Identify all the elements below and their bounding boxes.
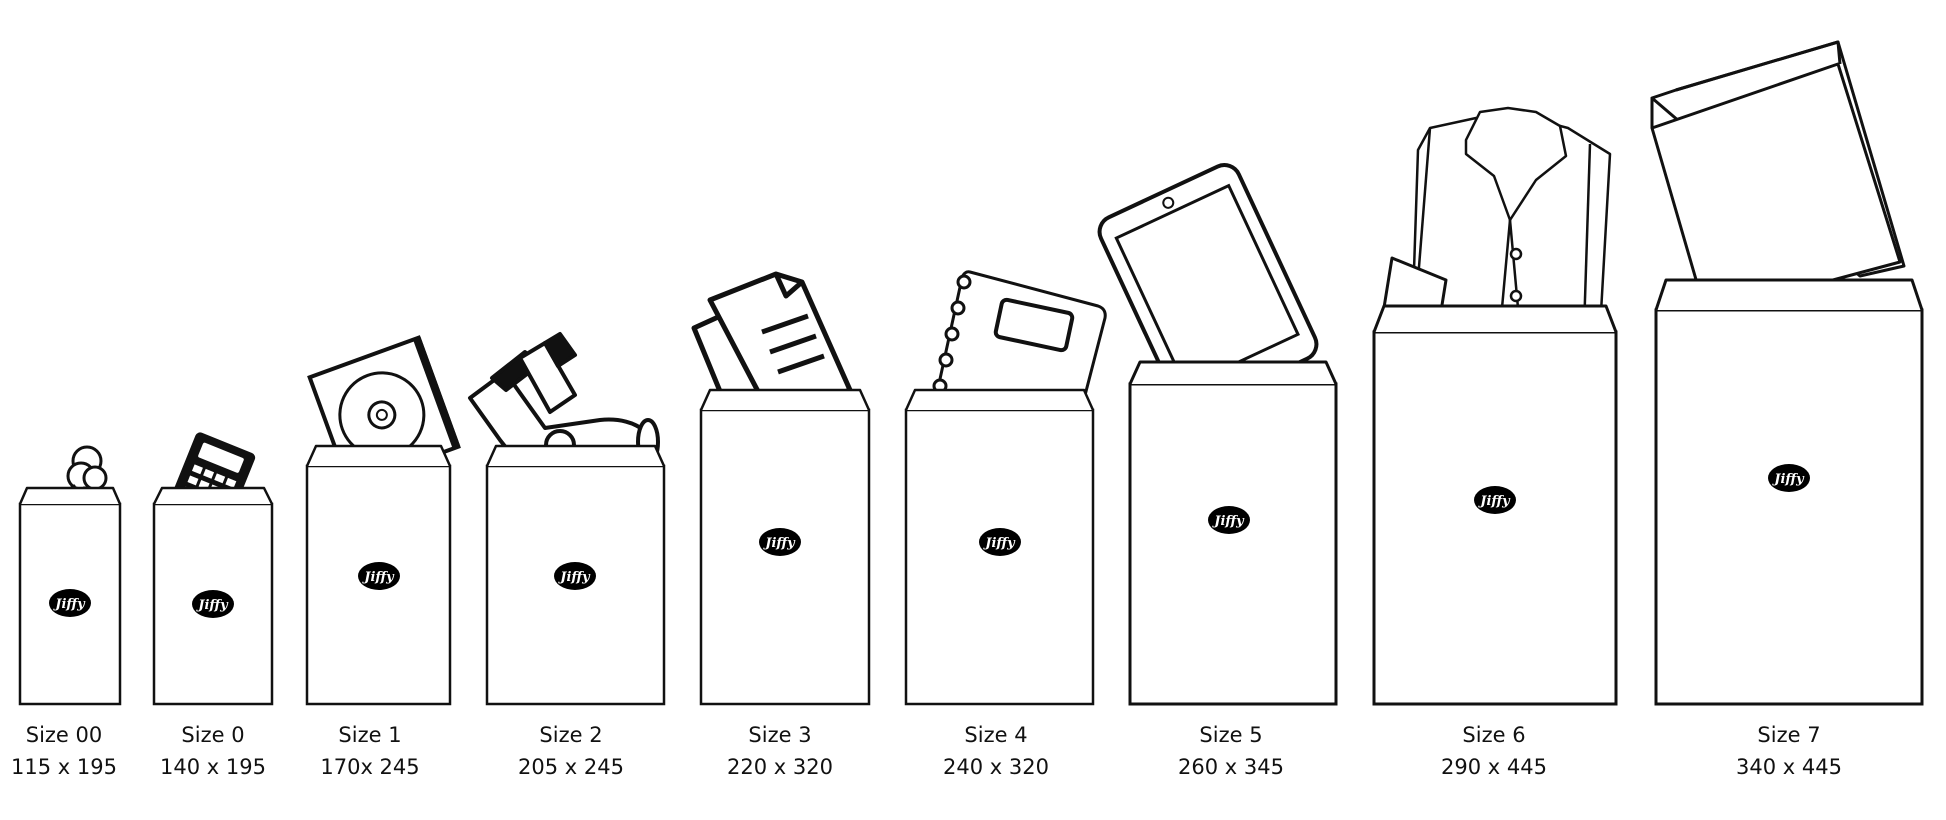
envelope-size-2: Jiffy [485,444,666,706]
size-name: Size 1 [338,723,402,747]
envelope-size-5: Jiffy [1128,360,1338,706]
folder-icon [1650,40,1906,316]
size-name: Size 0 [181,723,245,747]
svg-text:Jiffy: Jiffy [557,570,591,585]
jiffy-logo: Jiffy [979,528,1021,556]
size-name: Size 7 [1757,723,1821,747]
jiffy-logo: Jiffy [1208,506,1250,534]
svg-text:Jiffy: Jiffy [1477,494,1511,509]
envelope-size-00: Jiffy [18,486,122,706]
size-name: Size 2 [539,723,603,747]
envelope-size-3: Jiffy [699,388,871,706]
envelope-size-6: Jiffy [1372,304,1618,706]
svg-text:Jiffy: Jiffy [1211,514,1245,529]
size-dimensions: 220 x 320 [727,755,833,779]
jiffy-logo: Jiffy [192,590,234,618]
size-dimensions: 170x 245 [320,755,420,779]
size-name: Size 00 [25,723,103,747]
svg-text:Jiffy: Jiffy [762,536,796,551]
size-label-4: Size 4 240 x 320 [896,719,1096,783]
svg-text:Jiffy: Jiffy [1771,472,1805,487]
size-name: Size 4 [964,723,1028,747]
tablet-icon [1097,163,1319,413]
jiffy-logo: Jiffy [49,589,91,617]
size-label-6: Size 6 290 x 445 [1394,719,1594,783]
jiffy-logo: Jiffy [1474,486,1516,514]
svg-text:Jiffy: Jiffy [982,536,1016,551]
jiffy-logo: Jiffy [358,562,400,590]
size-dimensions: 290 x 445 [1441,755,1547,779]
size-dimensions: 205 x 245 [518,755,624,779]
size-label-5: Size 5 260 x 345 [1131,719,1331,783]
size-dimensions: 260 x 345 [1178,755,1284,779]
size-dimensions: 340 x 445 [1736,755,1842,779]
size-dimensions: 115 x 195 [11,755,117,779]
envelope-size-7: Jiffy [1654,278,1924,706]
svg-text:Jiffy: Jiffy [195,598,229,613]
size-name: Size 5 [1199,723,1263,747]
envelope-size-0: Jiffy [152,486,274,706]
size-name: Size 3 [748,723,812,747]
size-label-3: Size 3 220 x 320 [680,719,880,783]
size-label-1: Size 1 170x 245 [270,719,470,783]
svg-text:Jiffy: Jiffy [52,597,86,612]
shirt-icon [1380,106,1612,333]
jiffy-logo: Jiffy [759,528,801,556]
jiffy-logo: Jiffy [554,562,596,590]
envelope-size-4: Jiffy [904,388,1095,706]
size-label-7: Size 7 340 x 445 [1689,719,1889,783]
size-dimensions: 140 x 195 [160,755,266,779]
svg-text:Jiffy: Jiffy [361,570,395,585]
size-label-00: Size 00 115 x 195 [0,719,164,783]
size-label-0: Size 0 140 x 195 [113,719,313,783]
envelope-size-1: Jiffy [305,444,452,706]
size-name: Size 6 [1462,723,1526,747]
size-label-2: Size 2 205 x 245 [471,719,671,783]
jiffy-logo: Jiffy [1768,464,1810,492]
size-dimensions: 240 x 320 [943,755,1049,779]
